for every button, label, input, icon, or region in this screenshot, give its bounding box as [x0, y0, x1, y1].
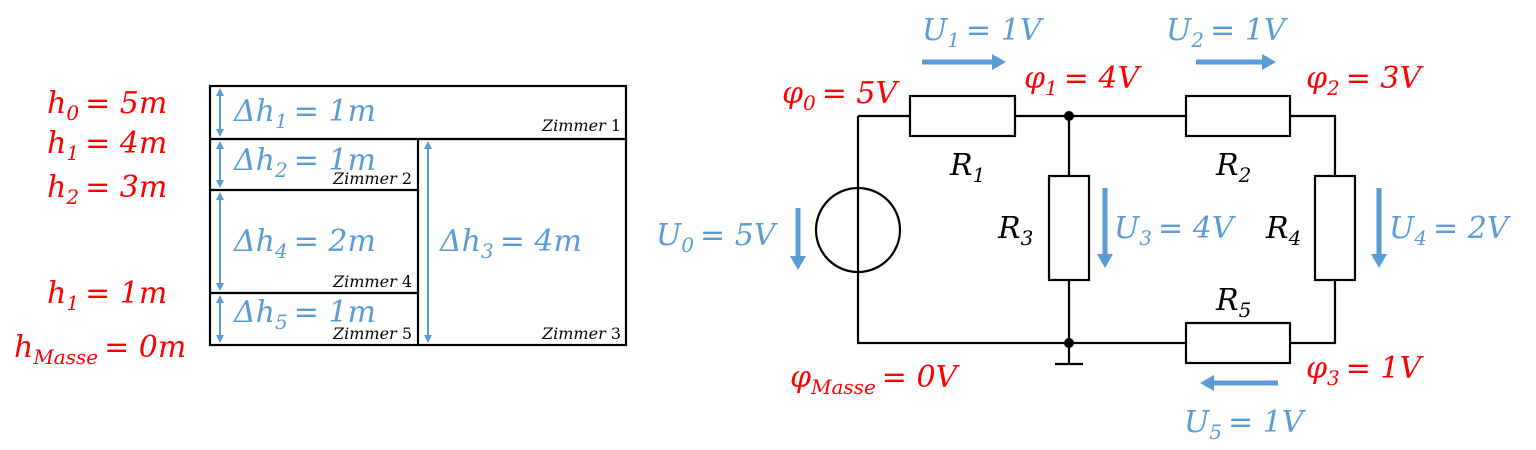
height-label-h2: h2= 3m — [47, 170, 167, 209]
potential-label-phi0: φ0= 5V — [782, 76, 901, 115]
voltage-label-u2: U2= 1V — [1166, 13, 1289, 52]
voltage-label-u5: U5= 1V — [1184, 405, 1307, 444]
voltage-label-u4: U4= 2V — [1389, 211, 1512, 250]
resistor-label-r3: R3 — [997, 211, 1033, 250]
room-label-3: Zimmer 3 — [541, 324, 621, 343]
building-outline — [208, 84, 628, 347]
room-label-4: Zimmer 4 — [332, 272, 412, 291]
potential-labels: φ0= 5V φ1= 4V φ2= 3V φMasse= 0V φ3= 1V — [782, 61, 1425, 399]
room-label-1: Zimmer 1 — [541, 116, 621, 135]
resistor-r5 — [1184, 321, 1292, 365]
voltage-label-u0: U0= 5V — [656, 218, 779, 257]
resistor-r2 — [1184, 94, 1292, 138]
voltage-label-u1: U1= 1V — [922, 13, 1045, 52]
resistor-label-r5: R5 — [1215, 283, 1251, 322]
room-label-2: Zimmer 2 — [332, 169, 412, 188]
resistor-label-r4: R4 — [1265, 211, 1301, 250]
circuit-wires — [856, 114, 1337, 366]
height-label-h0: h0= 5m — [47, 86, 167, 125]
voltage-source — [814, 186, 902, 274]
height-label-h1: h1= 4m — [47, 126, 167, 165]
delta-label-4: Δh4= 2m — [233, 224, 376, 263]
voltage-arrows — [790, 54, 1387, 391]
resistor-r1 — [908, 94, 1017, 138]
resistor-r3 — [1047, 174, 1091, 282]
resistor-label-r1: R1 — [949, 148, 985, 187]
junction-node-bottom — [1064, 338, 1074, 348]
resistor-labels: R1 R2 R3 R4 R5 — [949, 148, 1301, 322]
resistor-r4 — [1313, 174, 1357, 282]
voltage-label-u3: U3= 4V — [1114, 211, 1237, 250]
delta-label-5: Δh5= 1m — [233, 295, 376, 334]
delta-label-3: Δh3= 4m — [439, 224, 582, 263]
resistor-label-r2: R2 — [1215, 148, 1251, 187]
room-label-5: Zimmer 5 — [332, 324, 412, 343]
height-label-hmasse: hMasse= 0m — [14, 330, 186, 369]
potential-label-phimasse: φMasse= 0V — [790, 360, 961, 399]
height-label-h1-lower: h1= 1m — [47, 276, 167, 315]
voltage-labels: U1= 1V U2= 1V U0= 5V U3= 4V U4= 2V U5= 1… — [656, 13, 1512, 444]
potential-label-phi3: φ3= 1V — [1306, 351, 1425, 390]
junction-node-top — [1064, 111, 1074, 121]
potential-label-phi2: φ2= 3V — [1306, 61, 1425, 100]
delta-arrows — [216, 88, 432, 343]
delta-label-1: Δh1= 1m — [233, 94, 376, 133]
delta-label-2: Δh2= 1m — [233, 143, 376, 182]
potential-label-phi1: φ1= 4V — [1024, 61, 1143, 100]
room-labels: Zimmer 1 Zimmer 2 Zimmer 4 Zimmer 5 Zimm… — [332, 116, 621, 343]
delta-labels: Δh1= 1m Δh2= 1m Δh4= 2m Δh5= 1m Δh3= 4m — [233, 94, 582, 334]
circuit-diagram: R1 R2 R3 R4 R5 φ0= 5V φ1= 4V φ2= 3V φMas… — [656, 13, 1512, 444]
height-labels: h0= 5m h1= 4m h2= 3m h1= 1m hMasse= 0m — [14, 86, 186, 369]
building-diagram: h0= 5m h1= 4m h2= 3m h1= 1m hMasse= 0m Δ… — [14, 84, 628, 369]
